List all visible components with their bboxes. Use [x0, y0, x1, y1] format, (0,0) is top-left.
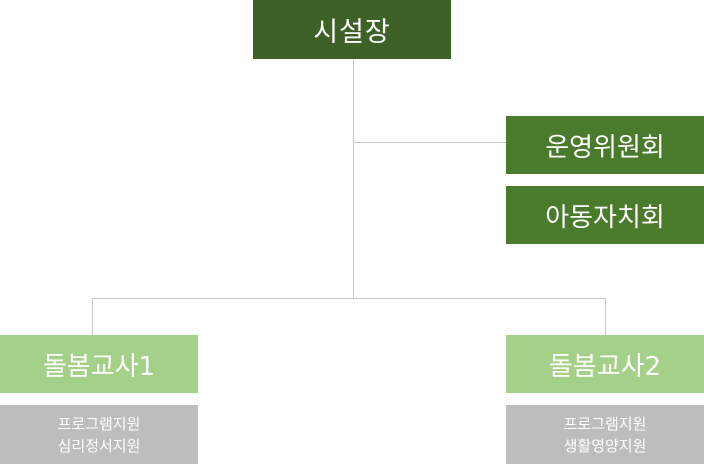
- committee-node-label: 아동자치회: [545, 202, 665, 233]
- head-node-label: 시설장: [313, 17, 391, 48]
- committee-node-children: 아동자치회: [506, 186, 704, 244]
- teacher-node-label: 돌봄교사2: [548, 351, 662, 382]
- role-label: 프로그램지원: [563, 414, 647, 433]
- role-label: 심리정서지원: [57, 436, 141, 455]
- teacher-node-label: 돌봄교사1: [42, 351, 156, 382]
- committee-node-operations: 운영위원회: [506, 116, 704, 174]
- role-label: 생활영양지원: [563, 436, 647, 455]
- teacher-2-roles: 프로그램지원 생활영양지원: [506, 405, 704, 464]
- committee-node-label: 운영위원회: [545, 132, 665, 163]
- teacher-node-1: 돌봄교사1: [0, 335, 198, 393]
- teacher-1-roles: 프로그램지원 심리정서지원: [0, 405, 198, 464]
- role-label: 프로그램지원: [57, 414, 141, 433]
- head-node: 시설장: [253, 0, 451, 59]
- teacher-node-2: 돌봄교사2: [506, 335, 704, 393]
